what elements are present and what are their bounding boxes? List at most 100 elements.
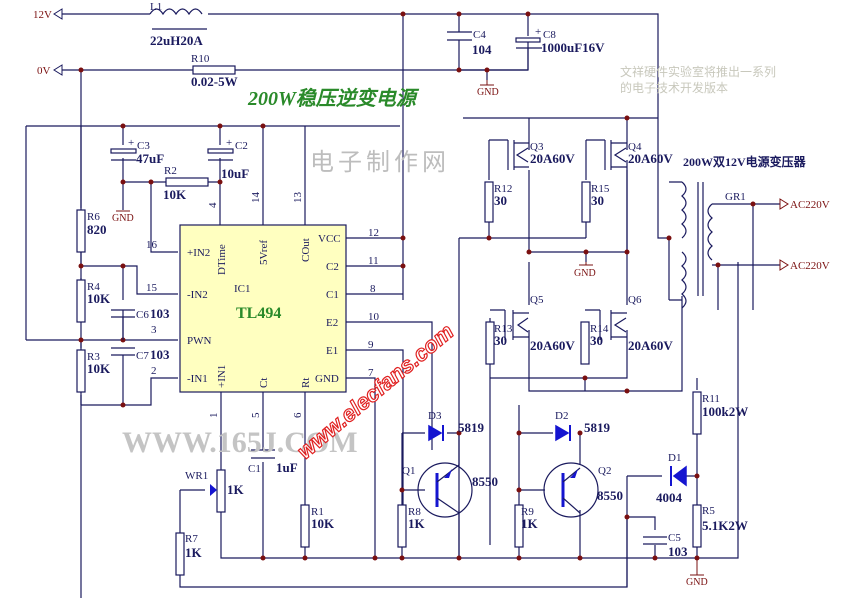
transformer-gr1: GR1 200W双12V电源变压器 — [681, 154, 807, 309]
diode-d2: D2 5819 — [555, 410, 611, 442]
resistor-r12: R12 30 — [484, 181, 512, 223]
svg-text:R3: R3 — [87, 351, 100, 363]
svg-text:C7: C7 — [136, 350, 149, 362]
svg-text:16: 16 — [146, 239, 158, 251]
ic-part: TL494 — [236, 305, 281, 322]
resistor-r10: R10 0.02-5W — [191, 53, 238, 89]
svg-text:PWN: PWN — [187, 335, 212, 347]
svg-text:20A60V: 20A60V — [530, 338, 575, 353]
svg-text:L1: L1 — [150, 1, 162, 13]
port-ac-out-1: AC220V — [779, 198, 830, 211]
svg-text:Rt: Rt — [300, 378, 312, 388]
svg-text:9: 9 — [368, 339, 374, 351]
resistor-r6: R6 820 — [76, 209, 107, 253]
svg-text:10: 10 — [368, 311, 380, 323]
svg-text:5Vref: 5Vref — [258, 240, 270, 265]
svg-text:GND: GND — [315, 373, 339, 385]
svg-text:Q5: Q5 — [530, 294, 544, 306]
svg-text:1000uF16V: 1000uF16V — [541, 40, 605, 55]
capacitor-c4: C4 104 — [447, 29, 492, 57]
svg-text:7: 7 — [368, 367, 374, 379]
svg-text:8: 8 — [370, 283, 376, 295]
port-12v-label: 12V — [33, 9, 52, 21]
svg-text:C2: C2 — [326, 261, 339, 273]
svg-text:GND: GND — [686, 577, 708, 588]
svg-text:C6: C6 — [136, 309, 149, 321]
port-ac-out-2: AC220V — [779, 259, 830, 272]
svg-text:VCC: VCC — [318, 233, 341, 245]
mosfet-q5: Q5 20A60V — [504, 294, 575, 353]
capacitor-c3: + C3 47uF — [110, 137, 164, 166]
svg-text:DTime: DTime — [216, 244, 228, 275]
svg-text:20A60V: 20A60V — [628, 151, 673, 166]
svg-text:1K: 1K — [408, 516, 426, 531]
svg-text:20A60V: 20A60V — [530, 151, 575, 166]
svg-text:10K: 10K — [311, 516, 335, 531]
svg-text:3: 3 — [151, 324, 157, 336]
svg-text:Q3: Q3 — [530, 141, 544, 153]
svg-text:103: 103 — [150, 347, 170, 362]
svg-text:C8: C8 — [543, 29, 556, 41]
svg-text:4: 4 — [207, 202, 219, 208]
capacitor-c8: + C8 1000uF16V — [515, 26, 605, 70]
svg-text:8550: 8550 — [597, 488, 623, 503]
svg-text:-IN1: -IN1 — [187, 373, 208, 385]
svg-text:+: + — [535, 26, 541, 38]
svg-text:5819: 5819 — [458, 420, 485, 435]
svg-text:Q1: Q1 — [402, 465, 415, 477]
transistor-q1: Q1 8550 — [402, 462, 498, 518]
watermark-site-url: WWW.165J.COM — [122, 426, 358, 459]
capacitor-c5: C5 103 — [643, 532, 688, 559]
port-ac-out-1-label: AC220V — [790, 199, 830, 211]
resistor-r15: R15 30 — [581, 181, 610, 223]
gnd-symbol-c3: GND — [112, 210, 134, 224]
port-0v-label: 0V — [37, 65, 51, 77]
diode-d1: D1 4004 — [656, 452, 687, 505]
svg-text:R9: R9 — [521, 506, 534, 518]
svg-text:R11: R11 — [702, 393, 720, 405]
svg-text:11: 11 — [368, 255, 379, 267]
svg-text:GND: GND — [112, 213, 134, 224]
resistor-r1: R1 10K — [300, 504, 335, 548]
svg-text:C5: C5 — [668, 532, 681, 544]
svg-text:6: 6 — [292, 412, 304, 418]
junctions — [78, 11, 756, 561]
svg-text:10K: 10K — [87, 361, 111, 376]
svg-text:COut: COut — [300, 238, 312, 262]
svg-text:+: + — [226, 137, 232, 149]
svg-text:R14: R14 — [590, 323, 609, 335]
svg-text:1: 1 — [208, 413, 220, 419]
svg-text:Q6: Q6 — [628, 294, 642, 306]
mosfet-q6: Q6 20A60V — [599, 294, 673, 353]
resistor-r7: R7 1K — [175, 532, 203, 576]
svg-text:20A60V: 20A60V — [628, 338, 673, 353]
inductor-l1: L1 22uH20A — [149, 1, 207, 48]
svg-text:5819: 5819 — [584, 420, 611, 435]
svg-text:E2: E2 — [326, 317, 338, 329]
svg-text:30: 30 — [494, 193, 507, 208]
svg-text:104: 104 — [472, 42, 492, 57]
svg-text:13: 13 — [292, 192, 304, 204]
potentiometer-wr1: WR1 1K — [185, 469, 245, 513]
svg-text:GND: GND — [574, 268, 596, 279]
svg-text:10K: 10K — [163, 187, 187, 202]
svg-text:R12: R12 — [494, 183, 512, 195]
svg-text:R7: R7 — [185, 533, 198, 545]
svg-text:10K: 10K — [87, 291, 111, 306]
svg-text:14: 14 — [250, 192, 262, 204]
diagram-title: 200W稳压逆变电源 — [247, 87, 420, 110]
svg-text:C1: C1 — [326, 289, 339, 301]
mosfet-q4: Q4 20A60V — [586, 139, 673, 170]
svg-text:12: 12 — [368, 227, 379, 239]
svg-text:D1: D1 — [668, 452, 681, 464]
svg-text:D2: D2 — [555, 410, 568, 422]
resistor-r4: R4 10K — [76, 279, 111, 323]
capacitor-c1: C1 1uF — [248, 449, 298, 475]
capacitor-c7: C7 103 — [111, 347, 170, 362]
svg-text:+: + — [128, 137, 134, 149]
svg-text:R13: R13 — [494, 323, 513, 335]
svg-text:R2: R2 — [164, 165, 177, 177]
svg-text:5: 5 — [250, 412, 262, 418]
transformer-description: 200W双12V电源变压器 — [683, 154, 807, 169]
svg-text:1K: 1K — [185, 545, 203, 560]
